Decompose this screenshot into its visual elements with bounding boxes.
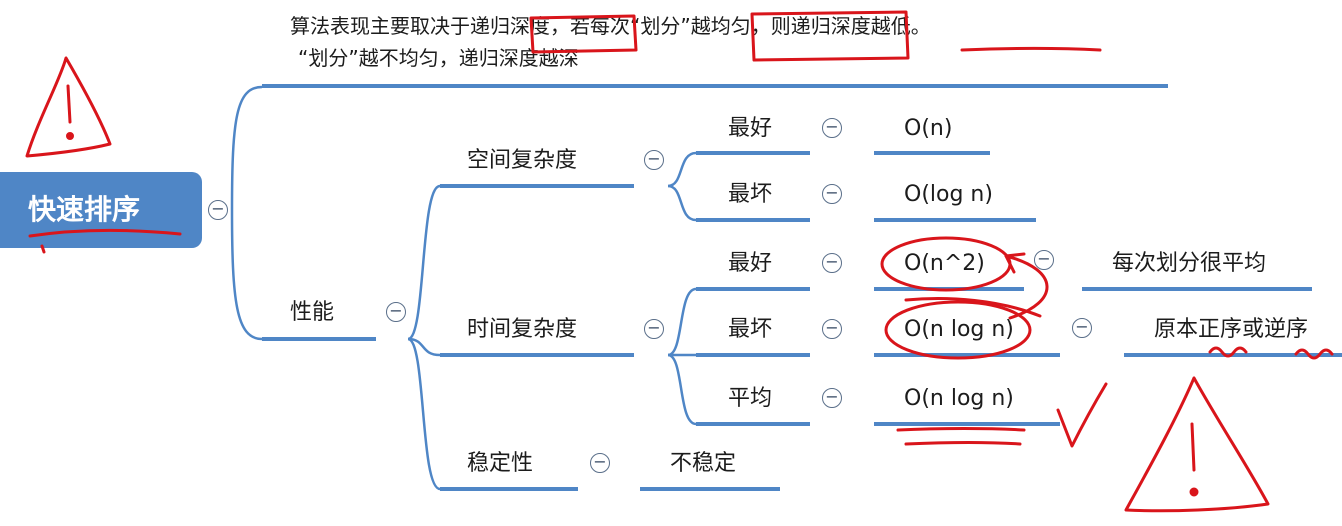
time-complexity-collapse-button[interactable]: − bbox=[644, 319, 664, 339]
time-best-underline bbox=[696, 287, 810, 291]
note-line-1: 算法表现主要取决于递归深度，若每次“划分”越均匀，则递归深度越低。 bbox=[290, 14, 931, 38]
space-complexity-label: 空间复杂度 bbox=[467, 148, 578, 173]
time-worst-value-underline bbox=[874, 353, 1060, 357]
space-best-collapse-button[interactable]: − bbox=[822, 118, 842, 138]
time-average-label: 平均 bbox=[728, 386, 773, 411]
stability-underline bbox=[440, 487, 578, 491]
connector-space-best bbox=[667, 151, 697, 188]
space-best-value: O(n) bbox=[904, 116, 953, 141]
connector-space-worst bbox=[667, 184, 697, 222]
connector-performance-space bbox=[407, 184, 441, 341]
time-best-value: O(n^2) bbox=[904, 251, 985, 276]
space-best-underline bbox=[696, 151, 810, 155]
space-worst-value-underline bbox=[874, 218, 1036, 222]
time-worst-underline bbox=[696, 353, 810, 357]
time-best-value-underline bbox=[874, 287, 1024, 291]
time-average-value: O(n log n) bbox=[904, 386, 1014, 411]
space-worst-underline bbox=[696, 218, 810, 222]
performance-underline bbox=[262, 337, 376, 341]
space-best-label: 最好 bbox=[728, 116, 773, 141]
time-best-note: 每次划分很平均 bbox=[1112, 251, 1267, 276]
time-complexity-label: 时间复杂度 bbox=[467, 317, 578, 342]
time-worst-value: O(n log n) bbox=[904, 317, 1014, 342]
note-line-2: “划分”越不均匀，递归深度越深 bbox=[298, 46, 579, 70]
time-average-value-underline bbox=[874, 422, 1060, 426]
connector-performance-time bbox=[407, 337, 441, 357]
time-worst-collapse-button[interactable]: − bbox=[822, 319, 842, 339]
stability-collapse-button[interactable]: − bbox=[590, 453, 610, 473]
time-worst-label: 最坏 bbox=[728, 317, 773, 342]
time-average-collapse-button[interactable]: − bbox=[822, 388, 842, 408]
time-best-collapse-button[interactable]: − bbox=[822, 253, 842, 273]
space-best-value-underline bbox=[874, 151, 990, 155]
space-complexity-underline bbox=[440, 184, 634, 188]
time-worst-note-underline bbox=[1124, 353, 1342, 357]
time-best-label: 最好 bbox=[728, 251, 773, 276]
connector-root-note bbox=[230, 85, 263, 211]
root-label: 快速排序 bbox=[28, 193, 141, 226]
note-underline bbox=[262, 84, 1168, 88]
stability-value-underline bbox=[640, 487, 780, 491]
performance-collapse-button[interactable]: − bbox=[386, 302, 406, 322]
stability-value: 不稳定 bbox=[670, 451, 737, 476]
time-complexity-underline bbox=[440, 353, 634, 357]
root-collapse-button[interactable]: − bbox=[208, 200, 228, 220]
time-best-value-collapse-button[interactable]: − bbox=[1034, 250, 1054, 270]
time-average-underline bbox=[696, 422, 810, 426]
connector-root-performance bbox=[230, 209, 263, 341]
time-best-note-underline bbox=[1082, 287, 1312, 291]
time-worst-note: 原本正序或逆序 bbox=[1154, 317, 1309, 342]
stability-label: 稳定性 bbox=[467, 451, 534, 476]
connector-time-best bbox=[667, 287, 697, 357]
time-worst-value-collapse-button[interactable]: − bbox=[1072, 318, 1092, 338]
connector-performance-stability bbox=[407, 337, 441, 491]
connector-time-average bbox=[667, 353, 697, 426]
space-worst-collapse-button[interactable]: − bbox=[822, 184, 842, 204]
space-complexity-collapse-button[interactable]: − bbox=[644, 150, 664, 170]
space-worst-label: 最坏 bbox=[728, 182, 773, 207]
space-worst-value: O(log n) bbox=[904, 182, 993, 207]
performance-label: 性能 bbox=[290, 300, 335, 325]
